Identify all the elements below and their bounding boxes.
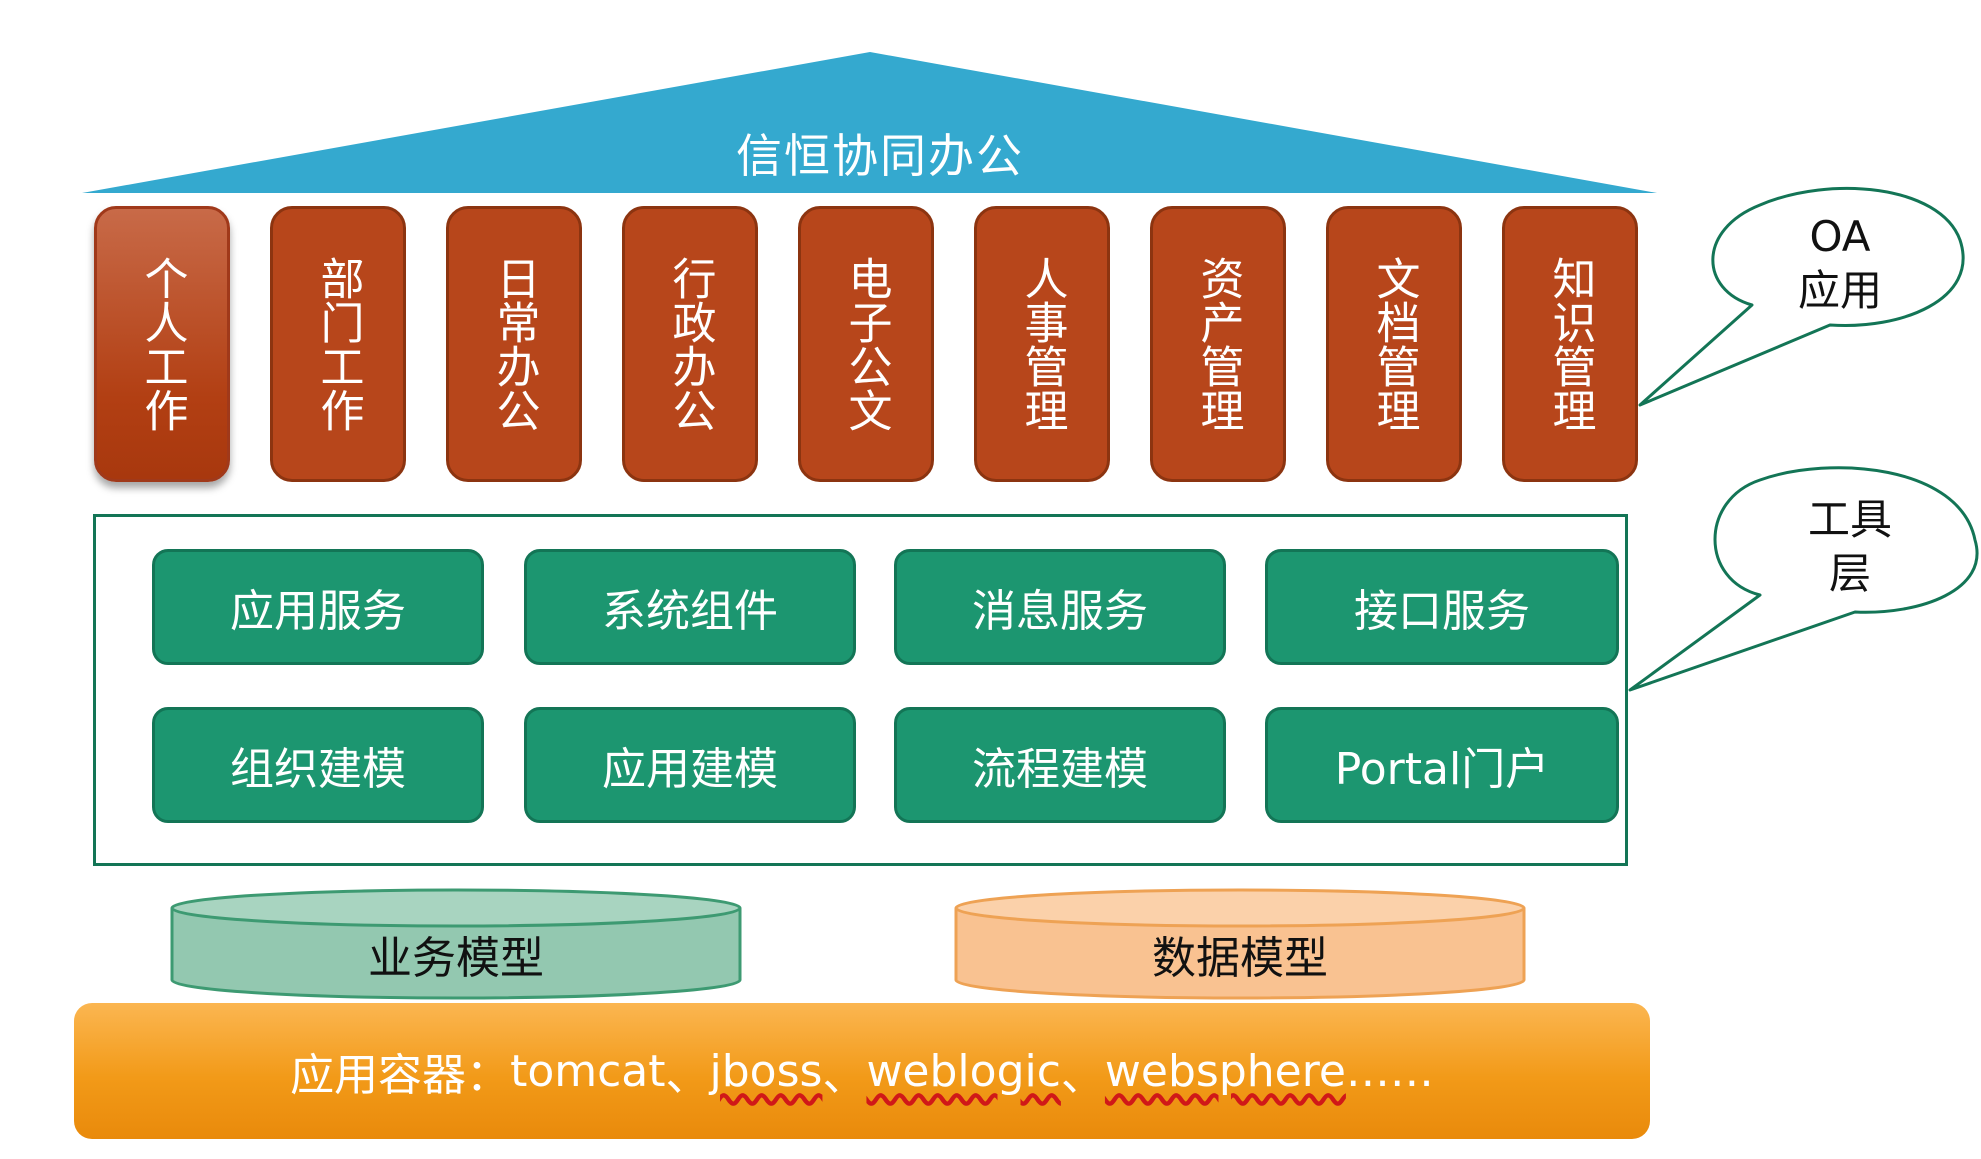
roof-title: 信恒协同办公: [736, 129, 1024, 183]
app-document-management[interactable]: 文档管理: [1326, 206, 1462, 482]
app-hr-management[interactable]: 人事管理: [974, 206, 1110, 482]
app-label: 电子公文: [840, 256, 892, 432]
app-knowledge-management[interactable]: 知识管理: [1502, 206, 1638, 482]
container-prefix: 应用容器：: [290, 1050, 511, 1101]
app-label: 文档管理: [1368, 256, 1420, 432]
container-separator: 、: [665, 1050, 710, 1101]
oa-callout-line-1: OA: [1809, 212, 1871, 261]
app-label: 资产管理: [1192, 256, 1244, 432]
app-daily-office[interactable]: 日常办公: [446, 206, 582, 482]
container-separator: 、: [1060, 1050, 1105, 1101]
container-ellipsis: ……: [1345, 1045, 1434, 1097]
tools-callout-line-1: 工具: [1807, 495, 1892, 544]
app-asset-management[interactable]: 资产管理: [1150, 206, 1286, 482]
container-tomcat: tomcat: [510, 1045, 666, 1097]
oa-callout-text: OA 应用: [1755, 205, 1925, 323]
data-model-label: 数据模型: [1152, 933, 1328, 984]
app-label: 知识管理: [1544, 256, 1596, 432]
tools-callout-bubble: [1628, 466, 1979, 692]
app-e-document[interactable]: 电子公文: [798, 206, 934, 482]
app-admin-office[interactable]: 行政办公: [622, 206, 758, 482]
tool-app-service[interactable]: 应用服务: [152, 549, 484, 665]
app-label: 行政办公: [664, 256, 716, 432]
app-label: 部门工作: [312, 256, 364, 432]
tool-process-modeling[interactable]: 流程建模: [894, 707, 1226, 823]
data-model-cylinder: [954, 888, 1526, 1000]
container-separator: 、: [822, 1050, 867, 1101]
roof-triangle: [82, 52, 1657, 193]
app-label: 日常办公: [488, 256, 540, 432]
tool-interface-service[interactable]: 接口服务: [1265, 549, 1619, 665]
tool-message-service[interactable]: 消息服务: [894, 549, 1226, 665]
oa-callout-line-2: 应用: [1797, 266, 1882, 315]
tools-layer-frame: [93, 514, 1628, 866]
app-label: 个人工作: [136, 256, 188, 432]
business-model-label: 业务模型: [368, 933, 544, 984]
tool-app-modeling[interactable]: 应用建模: [524, 707, 856, 823]
tool-portal[interactable]: Portal门户: [1265, 707, 1619, 823]
container-weblogic: weblogic: [866, 1045, 1061, 1097]
tool-system-components[interactable]: 系统组件: [524, 549, 856, 665]
tools-callout-text: 工具 层: [1765, 488, 1935, 606]
app-container-bar: 应用容器： tomcat 、 jboss 、 weblogic 、 websph…: [74, 1003, 1650, 1139]
business-model-cylinder: [170, 888, 742, 1000]
tools-callout-line-2: 层: [1828, 549, 1871, 598]
container-websphere: websphere: [1104, 1045, 1346, 1097]
oa-callout-bubble: [1638, 186, 1965, 407]
tool-org-modeling[interactable]: 组织建模: [152, 707, 484, 823]
app-personal-work[interactable]: 个人工作: [94, 206, 230, 482]
container-jboss: jboss: [709, 1045, 823, 1097]
app-label: 人事管理: [1016, 256, 1068, 432]
app-department-work[interactable]: 部门工作: [270, 206, 406, 482]
